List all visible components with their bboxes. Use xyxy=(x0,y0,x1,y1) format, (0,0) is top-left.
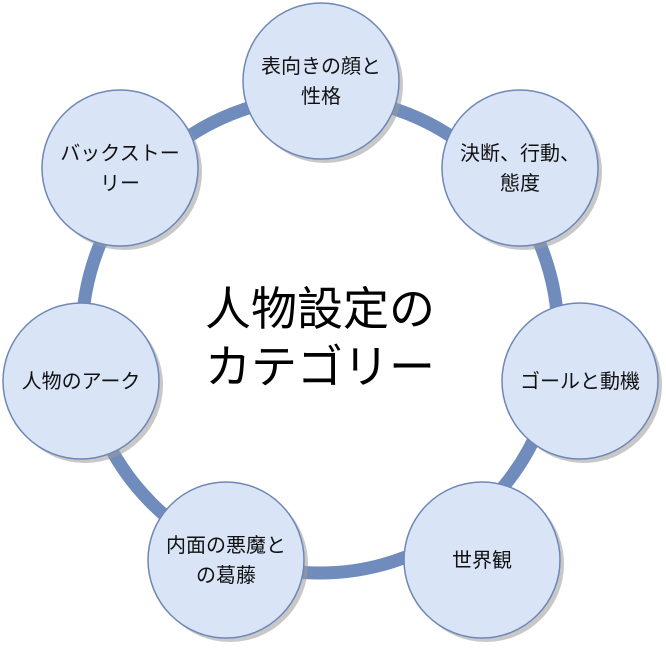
node-circles xyxy=(2,2,662,642)
node-backstory-circle xyxy=(41,89,199,247)
node-character-arc: 人物のアーク xyxy=(21,369,141,393)
center-title-line-1: 人物設定の xyxy=(205,282,435,336)
node-goals-motivation: ゴールと動機 xyxy=(520,369,640,393)
node-worldview-circle xyxy=(403,481,561,639)
center-title-line-2: カテゴリー xyxy=(205,340,435,394)
node-public-face-personality: 表向きの顔と性格 xyxy=(261,54,381,108)
center-title: 人物設定の カテゴリー xyxy=(175,280,465,396)
node-goals-motivation-circle xyxy=(501,302,659,460)
node-character-arc-circle xyxy=(2,302,160,460)
node-decisions-actions-attitudes-circle xyxy=(441,89,599,247)
node-inner-demons-conflict-circle xyxy=(147,481,305,639)
node-public-face-personality-circle xyxy=(242,2,400,160)
node-decisions-actions-attitudes: 決断、行動、態度 xyxy=(460,141,580,195)
node-backstory: バックストーリー xyxy=(60,141,180,195)
node-worldview: 世界観 xyxy=(452,548,512,572)
node-inner-demons-conflict: 内面の悪魔との葛藤 xyxy=(166,533,286,587)
